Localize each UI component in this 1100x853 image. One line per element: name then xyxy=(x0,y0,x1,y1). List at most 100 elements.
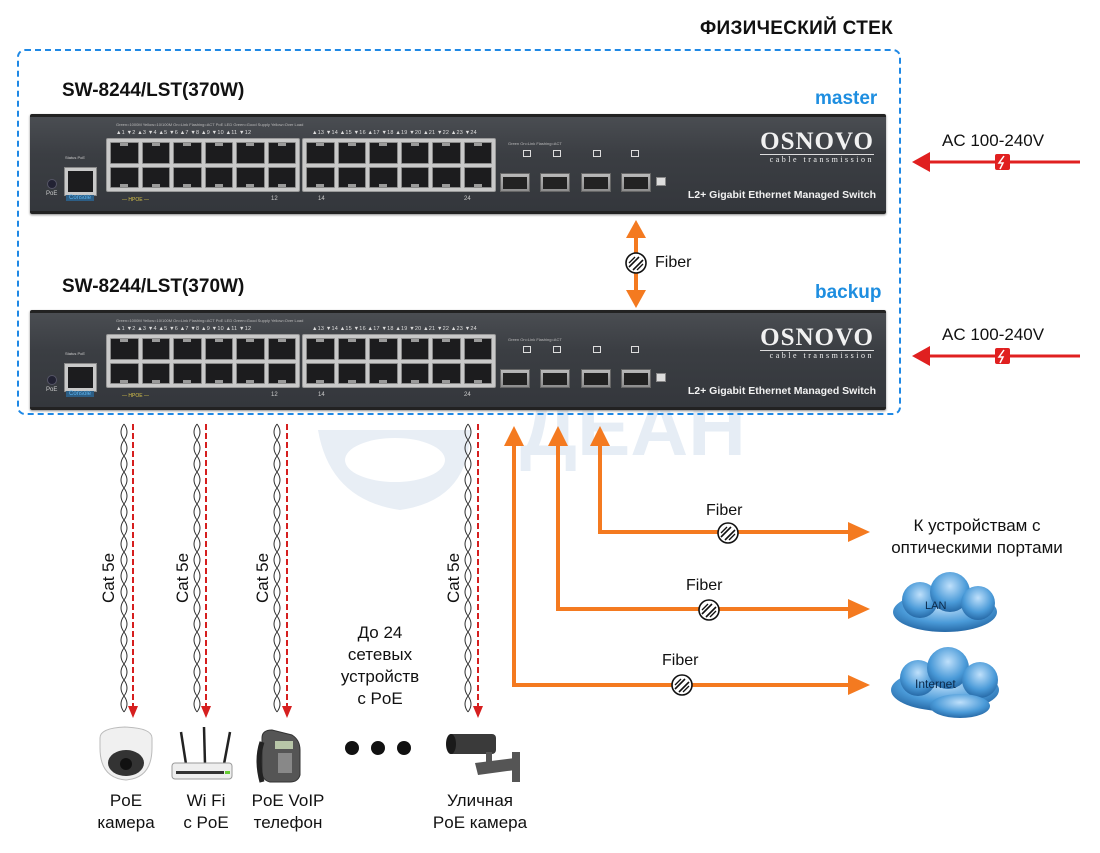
sfp-port[interactable] xyxy=(500,369,530,388)
rj45-port[interactable] xyxy=(267,338,296,360)
rj45-port[interactable] xyxy=(110,362,139,384)
voip-phone-icon xyxy=(256,729,301,783)
poe-cable-4 xyxy=(464,423,483,718)
sfp-led-icon xyxy=(593,346,601,353)
rj45-port[interactable] xyxy=(173,166,202,188)
sfp-port[interactable] xyxy=(500,173,530,192)
rj45-port[interactable] xyxy=(337,362,366,384)
rj45-port[interactable] xyxy=(432,362,461,384)
rj45-port[interactable] xyxy=(267,166,296,188)
arrow-up-icon xyxy=(548,426,568,446)
poe-cable-1 xyxy=(120,423,138,718)
console-label: Console xyxy=(66,391,95,397)
rj45-port[interactable] xyxy=(110,142,139,164)
rj45-port[interactable] xyxy=(141,362,170,384)
sfp-led-icon xyxy=(553,346,561,353)
rj45-port[interactable] xyxy=(267,142,296,164)
fiber-connector-icon xyxy=(717,522,739,544)
fiber-label-lan: Fiber xyxy=(686,577,723,594)
rj45-port[interactable] xyxy=(236,166,265,188)
port-numbers-13-24: ▲13 ▼14 ▲15 ▼16 ▲17 ▼18 ▲19 ▼20 ▲21 ▼22 … xyxy=(312,326,477,332)
rj45-port[interactable] xyxy=(400,338,429,360)
sfp-port[interactable] xyxy=(540,173,570,192)
sfp-led-icon xyxy=(523,150,531,157)
rj45-port[interactable] xyxy=(400,362,429,384)
sfp-led-icon xyxy=(523,346,531,353)
sfp-port[interactable] xyxy=(581,369,611,388)
sfp-port[interactable] xyxy=(540,369,570,388)
rj45-port[interactable] xyxy=(432,338,461,360)
rj45-port[interactable] xyxy=(306,166,335,188)
rj45-port[interactable] xyxy=(204,362,233,384)
optical-devices-label: К устройствам с оптическими портами xyxy=(891,516,1063,557)
more-devices-dots-icon xyxy=(345,741,411,755)
switch-backup: Green=1000M Yellow=10/100M On=Link Flash… xyxy=(30,310,886,410)
rj45-port[interactable] xyxy=(306,362,335,384)
rj45-port[interactable] xyxy=(463,166,492,188)
console-port[interactable] xyxy=(64,363,97,392)
rj45-port[interactable] xyxy=(306,338,335,360)
rj45-port[interactable] xyxy=(267,362,296,384)
rj45-port[interactable] xyxy=(432,142,461,164)
rj45-port[interactable] xyxy=(173,338,202,360)
rj45-port[interactable] xyxy=(463,362,492,384)
rj45-port[interactable] xyxy=(141,166,170,188)
stack-indicator-icon xyxy=(656,177,666,186)
rj45-port[interactable] xyxy=(369,166,398,188)
brand-name: OSNOVO xyxy=(760,324,874,351)
fiber-link-optical xyxy=(590,426,870,544)
rj45-port[interactable] xyxy=(141,142,170,164)
cable-label-3: Cat 5e xyxy=(253,552,272,603)
poe-label: PoE xyxy=(46,387,58,393)
rj45-port[interactable] xyxy=(173,142,202,164)
sfp-led-icon xyxy=(631,346,639,353)
sfp-port[interactable] xyxy=(621,369,651,388)
sfp-port[interactable] xyxy=(621,173,651,192)
rj45-port[interactable] xyxy=(204,338,233,360)
arrow-right-icon xyxy=(848,599,870,619)
port-bank-1-12 xyxy=(106,138,300,192)
rj45-port[interactable] xyxy=(337,338,366,360)
port-numbers-1-12: ▲1 ▼2 ▲3 ▼4 ▲5 ▼6 ▲7 ▼8 ▲9 ▼10 ▲11 ▼12 xyxy=(116,326,252,332)
rj45-port[interactable] xyxy=(236,338,265,360)
rj45-port[interactable] xyxy=(236,362,265,384)
rj45-port[interactable] xyxy=(306,142,335,164)
rj45-port[interactable] xyxy=(337,142,366,164)
rj45-port[interactable] xyxy=(204,142,233,164)
physical-stack-frame xyxy=(17,49,901,415)
rj45-port[interactable] xyxy=(369,338,398,360)
rj45-port[interactable] xyxy=(110,166,139,188)
sfp-led-legend: Green On=Link Flashing=ACT xyxy=(508,141,562,146)
console-label: Console xyxy=(66,195,95,201)
rj45-port[interactable] xyxy=(463,338,492,360)
arrow-right-icon xyxy=(848,522,870,542)
rj45-port[interactable] xyxy=(337,166,366,188)
rj45-port[interactable] xyxy=(369,362,398,384)
role-master: master xyxy=(815,88,878,109)
device-label-wifi: Wi Fi с PoE xyxy=(183,791,229,832)
device-label-voip-phone: PoE VoIP телефон xyxy=(251,791,325,832)
console-port[interactable] xyxy=(64,167,97,196)
rj45-port[interactable] xyxy=(463,142,492,164)
rj45-port[interactable] xyxy=(173,362,202,384)
port-bank-13-24 xyxy=(302,138,496,192)
rj45-port[interactable] xyxy=(400,142,429,164)
arrow-up-icon xyxy=(626,220,646,238)
switch-master: Green=1000M Yellow=10/100M On=Link Flash… xyxy=(30,114,886,214)
rj45-port[interactable] xyxy=(400,166,429,188)
rj45-port[interactable] xyxy=(110,338,139,360)
port-numbers-13-24: ▲13 ▼14 ▲15 ▼16 ▲17 ▼18 ▲19 ▼20 ▲21 ▼22 … xyxy=(312,130,477,136)
rj45-port[interactable] xyxy=(369,142,398,164)
rj45-port[interactable] xyxy=(141,338,170,360)
power-label-master: AC 100-240V xyxy=(942,131,1045,150)
port-label-24: 24 xyxy=(464,392,471,398)
rj45-port[interactable] xyxy=(204,166,233,188)
sfp-port[interactable] xyxy=(581,173,611,192)
port-label-12: 12 xyxy=(271,196,278,202)
rj45-port[interactable] xyxy=(236,142,265,164)
arrow-down-icon xyxy=(128,706,138,718)
bullet-camera-icon xyxy=(446,734,520,782)
fiber-connector-icon xyxy=(671,674,693,696)
rj45-port[interactable] xyxy=(432,166,461,188)
poe-led xyxy=(47,375,57,385)
